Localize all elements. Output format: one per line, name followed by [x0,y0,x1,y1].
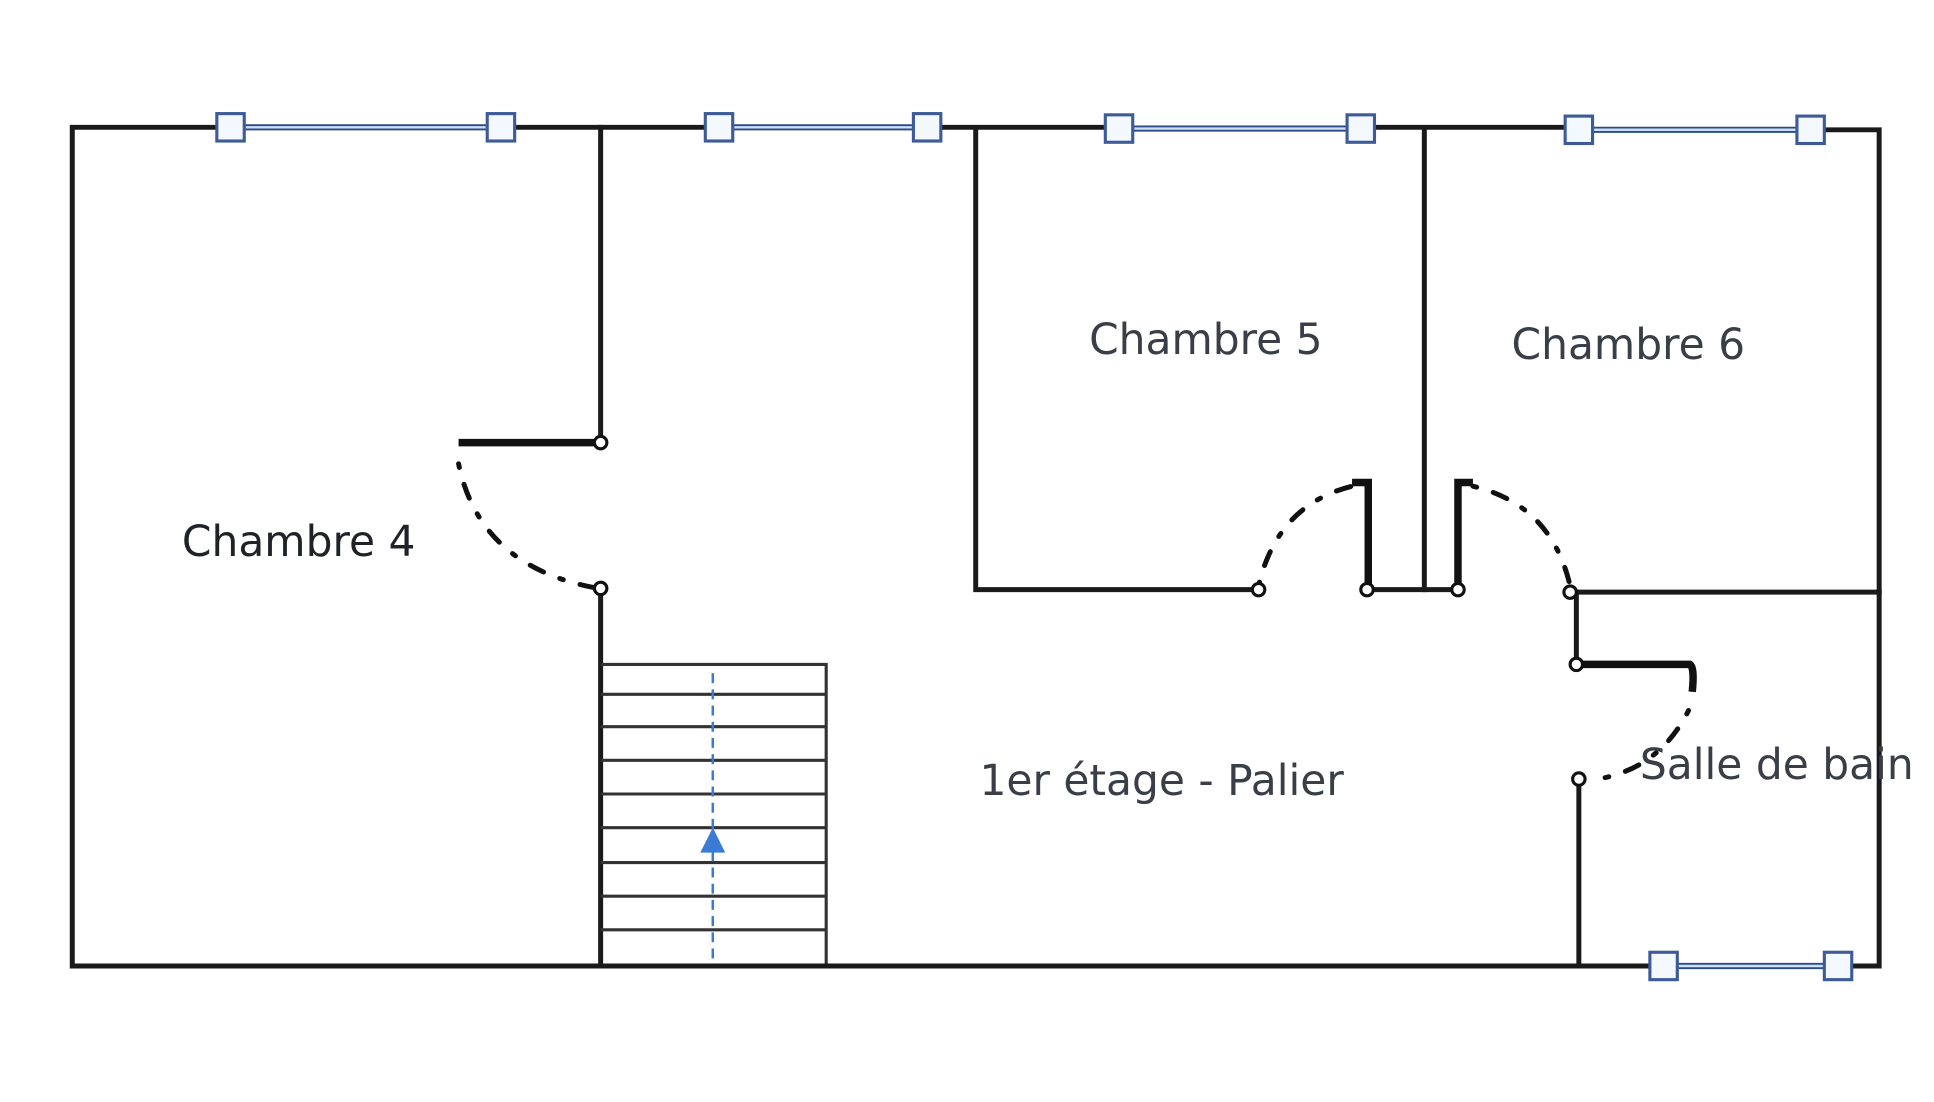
staircase [600,662,828,964]
walls [69,124,1882,969]
room-labels: Chambre 4 Chambre 5 Chambre 6 1er étage … [182,315,1914,805]
room-label-chambre-5: Chambre 5 [1089,315,1322,364]
window [1648,950,1854,982]
window [1563,114,1826,146]
room-label-palier: 1er étage - Palier [979,756,1344,805]
stair-arrow-icon [700,827,726,853]
room-label-salle-de-bain: Salle de bain [1640,740,1914,789]
windows [215,112,1854,982]
door-swings [456,434,1692,787]
window [703,112,943,143]
window [1103,113,1377,144]
room-label-chambre-4: Chambre 4 [182,517,415,566]
room-label-chambre-6: Chambre 6 [1512,320,1746,369]
window [215,112,517,143]
